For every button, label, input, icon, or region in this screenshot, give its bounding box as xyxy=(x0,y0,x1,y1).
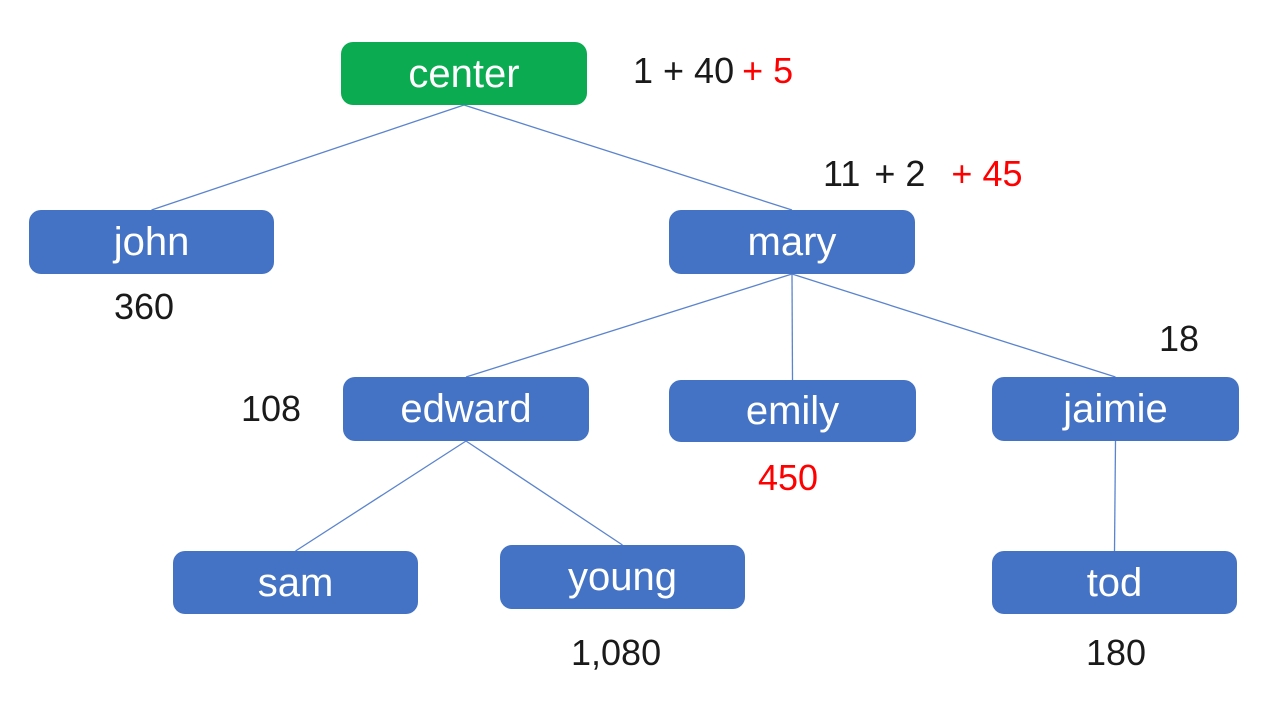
tree-node-emily: emily xyxy=(669,380,916,442)
annotation-mary-sum: 11 + 2 + 45 xyxy=(823,155,1023,193)
node-value: 450 xyxy=(758,457,819,498)
annotation-emily-value: 450 xyxy=(758,459,818,497)
node-value: 360 xyxy=(114,286,175,327)
node-value: 1,080 xyxy=(571,632,662,673)
annotation-young-value: 1,080 xyxy=(571,634,661,672)
tree-node-label: sam xyxy=(257,560,334,605)
annotation-tod-value: 180 xyxy=(1086,634,1146,672)
tree-node-tod: tod xyxy=(992,551,1237,614)
sum-part-red: + 5 xyxy=(742,50,794,91)
tree-node-label: john xyxy=(113,220,190,264)
tree-node-label: emily xyxy=(745,389,840,433)
node-value: 18 xyxy=(1159,318,1200,359)
tree-node-john: john xyxy=(29,210,274,274)
edge-jaimie-tod xyxy=(1113,440,1117,552)
sum-part-black: + 2 xyxy=(874,153,926,194)
tree-node-label: edward xyxy=(400,387,532,431)
edge-mary-edward xyxy=(465,273,793,378)
sum-part-red: + 45 xyxy=(951,153,1023,194)
tree-node-edward: edward xyxy=(343,377,589,441)
tree-node-sam: sam xyxy=(173,551,418,614)
edge-mary-emily xyxy=(791,273,794,381)
tree-node-label: young xyxy=(568,555,677,599)
node-value: 180 xyxy=(1086,632,1147,673)
edge-center-john xyxy=(151,104,465,211)
sum-part-black: 11 xyxy=(823,153,861,194)
tree-node-label: jaimie xyxy=(1063,387,1168,431)
edge-mary-jaimie xyxy=(791,273,1116,378)
annotation-edward-value: 108 xyxy=(241,390,301,428)
tree-node-label: mary xyxy=(747,220,837,264)
tree-node-center: center xyxy=(341,42,587,105)
edge-center-mary xyxy=(463,104,793,211)
tree-node-mary: mary xyxy=(669,210,915,274)
tree-node-label: center xyxy=(408,51,520,96)
annotation-center-sum: 1 + 40 + 5 xyxy=(633,52,793,90)
annotation-john-value: 360 xyxy=(114,288,174,326)
node-value: 108 xyxy=(241,388,302,429)
tree-node-label: tod xyxy=(1086,560,1143,605)
tree-node-jaimie: jaimie xyxy=(992,377,1239,441)
annotation-jaimie-value: 18 xyxy=(1159,320,1199,358)
sum-part-black: 1 + 40 xyxy=(633,50,735,91)
edge-edward-sam xyxy=(295,440,467,552)
tree-node-young: young xyxy=(500,545,745,609)
edge-edward-young xyxy=(465,440,623,546)
